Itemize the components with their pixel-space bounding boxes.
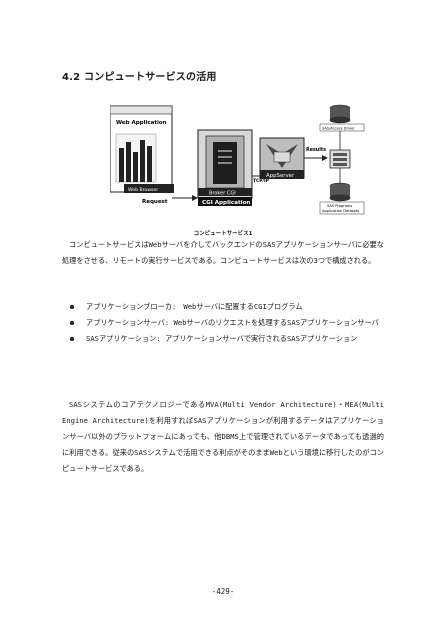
- web-app-label: Web Application: [116, 120, 167, 126]
- bullet-icon: [70, 305, 74, 309]
- broker-cgi-label: Broker CGI: [209, 191, 236, 197]
- tcpip-label: TCP/IP: [253, 178, 270, 184]
- web-browser-label: Web Browser: [128, 187, 158, 193]
- figure-caption: コンピュートサービス1: [193, 231, 253, 237]
- appserver-label: AppServer: [266, 173, 295, 179]
- web-application-window: Web Application: [110, 105, 173, 193]
- results-label: Results: [306, 147, 326, 153]
- list-item: SASアプリケーション: アプリケーションサーバで実行されるSASアプリケーショ…: [62, 331, 384, 347]
- request-label: Request: [142, 199, 168, 205]
- db-bottom-label-2: Application Datasets: [322, 209, 359, 213]
- broker-cgi-server: Broker CGI CGI Application: [197, 129, 253, 206]
- page-number: -429-: [211, 587, 235, 596]
- component-list: アプリケーションブローカ: Webサーバに配置するCGIプログラム アプリケーシ…: [62, 299, 384, 347]
- appserver-box: AppServer: [259, 137, 305, 179]
- compute-service-diagram: Web Application Web Browser Request Brok…: [110, 104, 365, 215]
- cgi-application-label: CGI Application: [202, 200, 250, 206]
- web-browser-badge: Web Browser: [124, 184, 174, 193]
- list-item-text: アプリケーションサーバ: Webサーバのリクエストを処理するSASアプリケーショ…: [86, 318, 379, 327]
- list-item: アプリケーションブローカ: Webサーバに配置するCGIプログラム: [62, 299, 384, 315]
- bar-chart-graphic: [115, 133, 157, 183]
- list-item-text: アプリケーションブローカ: Webサーバに配置するCGIプログラム: [86, 302, 303, 311]
- bullet-icon: [70, 321, 74, 325]
- list-item-text: SASアプリケーション: アプリケーションサーバで実行されるSASアプリケーショ…: [86, 334, 358, 343]
- paragraph-intro: コンピュートサービスはWebサーバを介してバックエンドのSASアプリケーションサ…: [62, 240, 384, 265]
- bullet-icon: [70, 337, 74, 341]
- list-item: アプリケーションサーバ: Webサーバのリクエストを処理するSASアプリケーショ…: [62, 315, 384, 331]
- server-node: [329, 149, 351, 169]
- db-top-label: SAS/Access Driver: [322, 127, 355, 131]
- database-bottom: SAS Programs Application Datasets: [319, 182, 365, 215]
- paragraph-mva-mea: SASシステムのコアテクノロジーであるMVA(Multi Vendor Arch…: [62, 400, 384, 473]
- db-bottom-label: SAS Programs: [327, 204, 352, 208]
- database-top: SAS/Access Driver: [319, 104, 365, 132]
- section-heading: 4.2 コンピュートサービスの活用: [62, 72, 217, 83]
